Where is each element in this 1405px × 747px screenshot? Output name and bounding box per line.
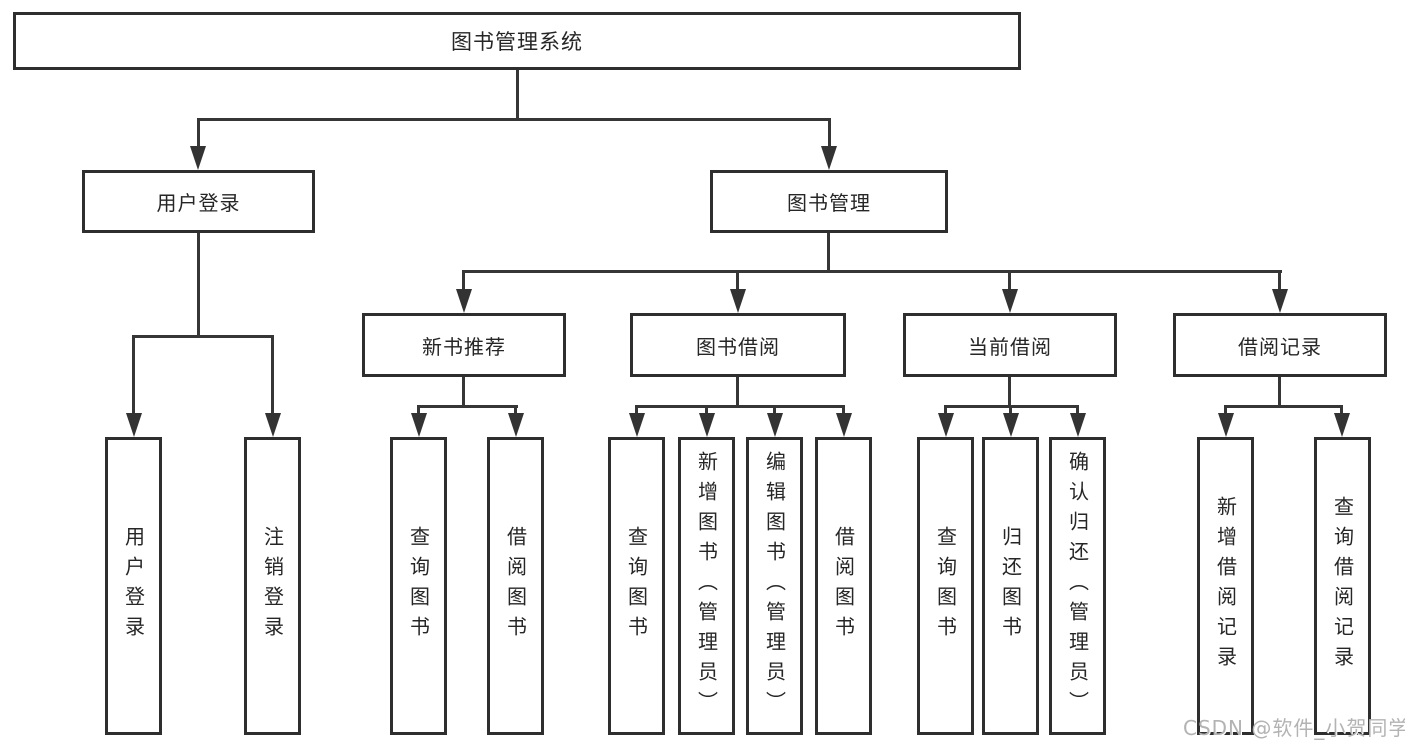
- connector-line: [1224, 405, 1227, 417]
- connector-line: [736, 270, 739, 295]
- connector-line: [773, 405, 776, 417]
- leaf-query-borrow-record: 查询借阅记录: [1314, 437, 1371, 735]
- connector-arrow: [1272, 289, 1288, 313]
- leaf-edit-books-admin: 编辑图书（管理员）: [746, 437, 803, 735]
- connector-line: [197, 118, 200, 150]
- connector-arrow: [508, 413, 524, 437]
- connector-line: [736, 377, 739, 405]
- connector-line: [514, 405, 517, 417]
- node-user-login: 用户登录: [82, 170, 315, 233]
- leaf-return-books: 归还图书: [982, 437, 1039, 735]
- connector-arrow: [1070, 413, 1086, 437]
- leaf-add-borrow-record-label: 新增借阅记录: [1213, 496, 1238, 676]
- connector-line: [828, 118, 831, 150]
- leaf-query-books-current-label: 查询图书: [933, 526, 958, 646]
- node-book-management: 图书管理: [710, 170, 948, 233]
- node-user-login-label: 用户登录: [156, 191, 241, 215]
- leaf-add-books-admin: 新增图书（管理员）: [678, 437, 735, 735]
- leaf-borrow-books-borrow-label: 借阅图书: [831, 526, 856, 646]
- connector-line: [635, 405, 638, 417]
- connector-line: [1008, 377, 1011, 405]
- leaf-borrow-books-newbook: 借阅图书: [487, 437, 544, 735]
- leaf-query-borrow-record-label: 查询借阅记录: [1330, 496, 1355, 676]
- leaf-query-books-newbook: 查询图书: [390, 437, 447, 735]
- leaf-confirm-return-admin: 确认归还（管理员）: [1049, 437, 1106, 735]
- node-root-label: 图书管理系统: [451, 30, 583, 54]
- connector-line: [132, 335, 135, 417]
- connector-line: [1340, 405, 1343, 417]
- connector-line: [462, 377, 465, 405]
- node-root: 图书管理系统: [13, 12, 1021, 70]
- node-book-borrow: 图书借阅: [630, 313, 846, 377]
- connector-arrow: [1334, 413, 1350, 437]
- leaf-logout: 注销登录: [244, 437, 301, 735]
- connector-line: [417, 405, 518, 408]
- connector-line: [1278, 377, 1281, 405]
- leaf-confirm-return-admin-label: 确认归还（管理员）: [1065, 451, 1090, 721]
- node-new-book-recommend-label: 新书推荐: [422, 334, 506, 359]
- leaf-logout-label: 注销登录: [260, 526, 285, 646]
- node-current-borrow-label: 当前借阅: [968, 334, 1052, 359]
- node-current-borrow: 当前借阅: [903, 313, 1117, 377]
- connector-arrow: [730, 289, 746, 313]
- connector-line: [827, 233, 830, 270]
- connector-line: [705, 405, 708, 417]
- connector-line: [197, 233, 200, 335]
- leaf-query-books-newbook-label: 查询图书: [406, 526, 431, 646]
- connector-line: [1278, 270, 1281, 295]
- connector-arrow: [1003, 413, 1019, 437]
- connector-arrow: [411, 413, 427, 437]
- node-book-borrow-label: 图书借阅: [696, 334, 780, 359]
- connector-arrow: [456, 289, 472, 313]
- connector-arrow: [1218, 413, 1234, 437]
- connector-arrow: [699, 413, 715, 437]
- connector-line: [417, 405, 420, 417]
- connector-line: [1009, 405, 1012, 417]
- connector-line: [944, 405, 947, 417]
- leaf-edit-books-admin-label: 编辑图书（管理员）: [762, 451, 787, 721]
- connector-line: [842, 405, 845, 417]
- connector-line: [197, 118, 831, 121]
- leaf-add-borrow-record: 新增借阅记录: [1197, 437, 1254, 735]
- leaf-add-books-admin-label: 新增图书（管理员）: [694, 451, 719, 721]
- connector-arrow: [1002, 289, 1018, 313]
- node-borrow-records: 借阅记录: [1173, 313, 1387, 377]
- connector-arrow: [265, 413, 281, 437]
- leaf-query-books-borrow: 查询图书: [608, 437, 665, 735]
- connector-arrow: [190, 146, 206, 170]
- connector-arrow: [821, 146, 837, 170]
- connector-line: [1224, 405, 1343, 408]
- node-new-book-recommend: 新书推荐: [362, 313, 566, 377]
- node-borrow-records-label: 借阅记录: [1238, 334, 1322, 359]
- connector-line: [1008, 270, 1011, 295]
- leaf-user-login-label: 用户登录: [121, 526, 146, 646]
- leaf-borrow-books-borrow: 借阅图书: [815, 437, 872, 735]
- connector-arrow: [126, 413, 142, 437]
- csdn-watermark: CSDN @软件_小贺同学: [1183, 716, 1405, 740]
- connector-arrow: [836, 413, 852, 437]
- leaf-query-books-current: 查询图书: [917, 437, 974, 735]
- connector-line: [462, 270, 1282, 273]
- connector-line: [516, 70, 519, 118]
- connector-arrow: [629, 413, 645, 437]
- connector-line: [271, 335, 274, 417]
- connector-line: [635, 405, 845, 408]
- node-book-management-label: 图书管理: [787, 191, 871, 215]
- connector-line: [132, 335, 274, 338]
- leaf-user-login: 用户登录: [105, 437, 162, 735]
- connector-line: [1076, 405, 1079, 417]
- leaf-return-books-label: 归还图书: [998, 526, 1023, 646]
- connector-arrow: [938, 413, 954, 437]
- leaf-query-books-borrow-label: 查询图书: [624, 526, 649, 646]
- leaf-borrow-books-newbook-label: 借阅图书: [503, 526, 528, 646]
- connector-line: [462, 270, 465, 295]
- connector-arrow: [767, 413, 783, 437]
